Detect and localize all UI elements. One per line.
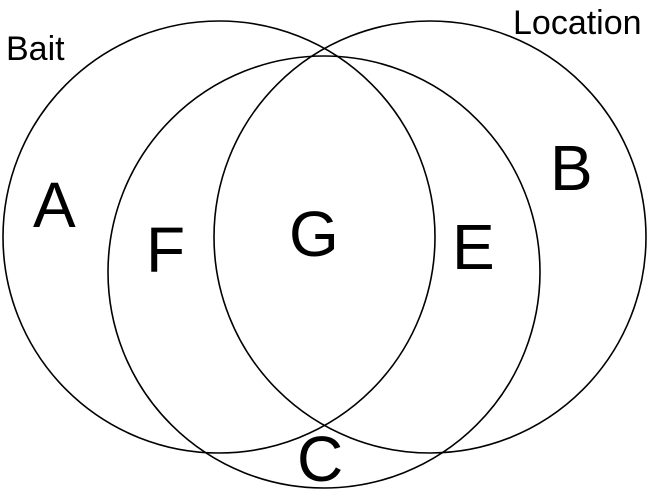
region-g-label: G bbox=[289, 198, 339, 270]
region-f-label: F bbox=[146, 214, 185, 286]
region-a-label: A bbox=[33, 169, 76, 241]
region-e-label: E bbox=[452, 211, 495, 283]
location-set-label: Location bbox=[513, 4, 642, 42]
bait-set-label: Bait bbox=[6, 30, 65, 68]
location-circle bbox=[213, 20, 647, 454]
bait-circle bbox=[2, 20, 436, 454]
region-c-label: C bbox=[297, 423, 343, 495]
third-circle bbox=[107, 55, 541, 489]
region-b-label: B bbox=[550, 132, 593, 204]
